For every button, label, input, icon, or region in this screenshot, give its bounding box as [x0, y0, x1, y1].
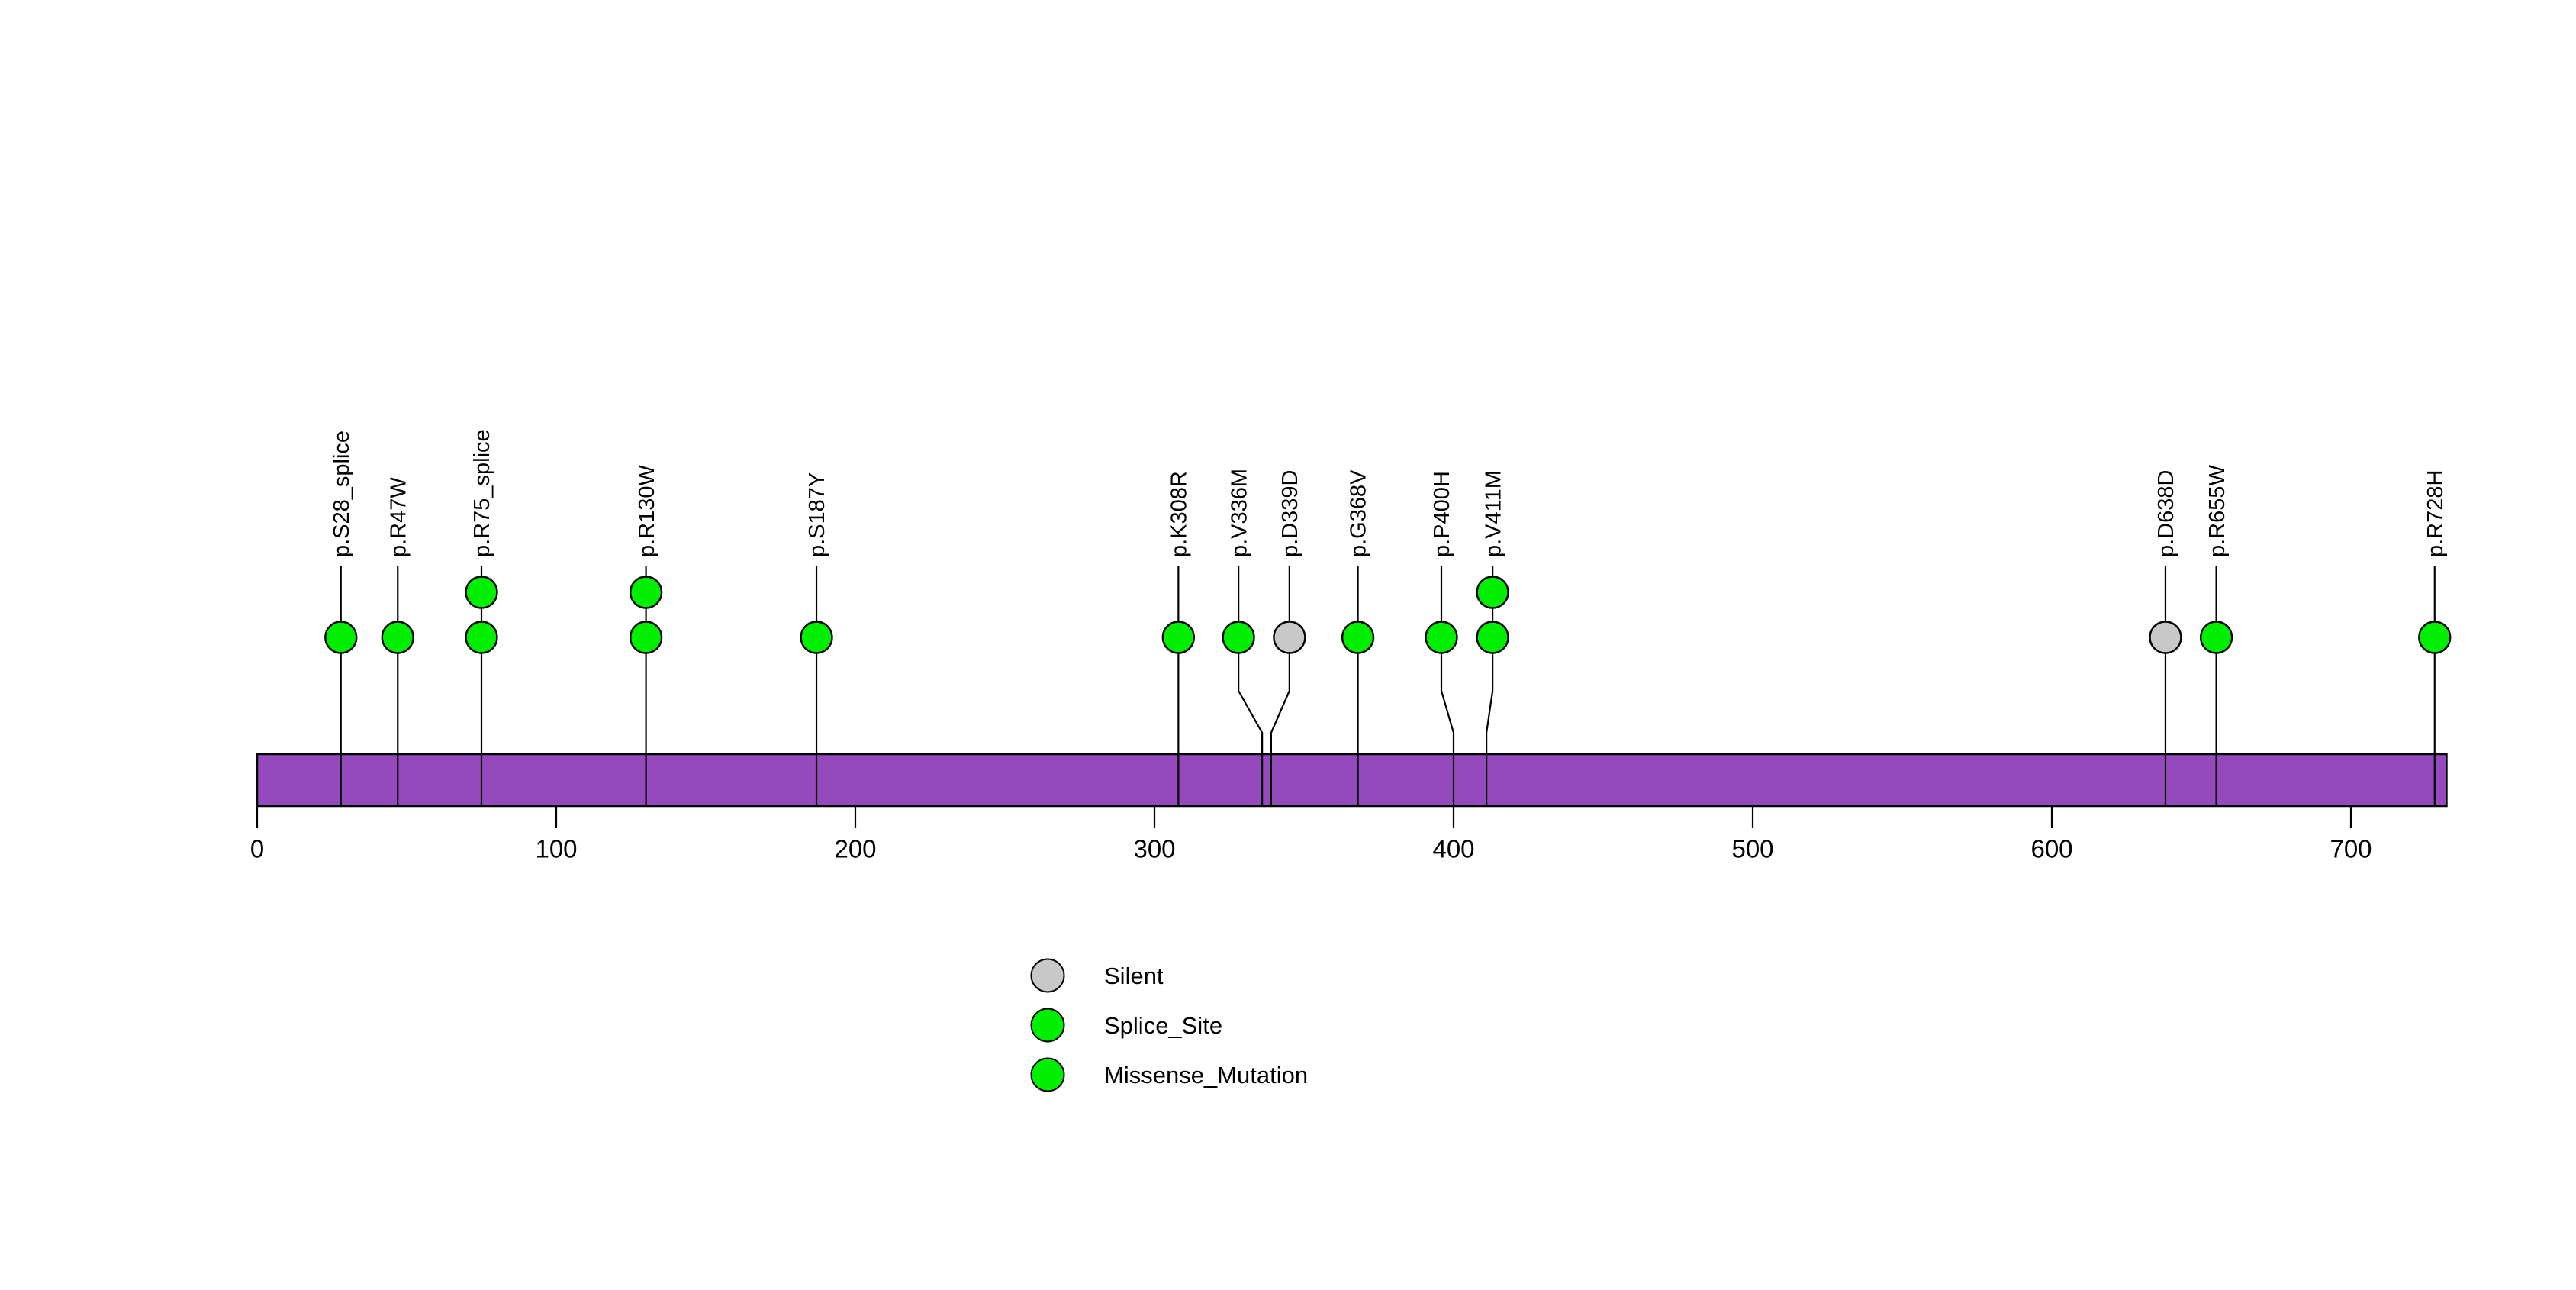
axis-tick-label: 500	[1731, 835, 1773, 863]
mutation-label: p.P400H	[1430, 471, 1454, 557]
legend-marker-circle	[1030, 958, 1065, 993]
mutation-label: p.R75_splice	[470, 429, 494, 557]
mutation-circle	[324, 621, 358, 654]
mutation-circle	[629, 576, 663, 609]
mutation-circle	[1476, 621, 1509, 654]
mutation-label: p.R728H	[2423, 470, 2448, 557]
mutation-circle	[2199, 621, 2233, 654]
mutation-circle	[2149, 621, 2182, 654]
axis-tick-label: 300	[1133, 835, 1175, 863]
axis-tick-label: 200	[834, 835, 876, 863]
mutation-label: p.G368V	[1347, 469, 1371, 557]
mutation-circle	[629, 621, 663, 654]
mutation-label: p.R47W	[386, 477, 411, 557]
mutation-circle	[465, 576, 498, 609]
mutation-circle	[381, 621, 414, 654]
mutation-circle	[1341, 621, 1375, 654]
mutation-circle	[2418, 621, 2452, 654]
mutation-label: p.D638D	[2154, 470, 2178, 557]
mutation-circle	[465, 621, 498, 654]
mutation-circle	[1222, 621, 1255, 654]
axis-tick-label: 700	[2330, 835, 2372, 863]
mutation-label: p.V336M	[1227, 469, 1251, 557]
mutation-circle	[800, 621, 833, 654]
mutation-label: p.D339D	[1278, 470, 1302, 557]
axis-tick-label: 600	[2030, 835, 2072, 863]
gene-body-bar	[256, 753, 2448, 808]
mutation-label: p.K308R	[1167, 471, 1192, 557]
axis-tick-label: 100	[535, 835, 577, 863]
mutation-label: p.S28_splice	[330, 431, 354, 557]
mutation-label: p.R655W	[2205, 464, 2230, 557]
legend-marker-circle	[1030, 1008, 1065, 1043]
mutation-circle	[1273, 621, 1306, 654]
legend-label: Silent	[1104, 963, 1164, 989]
mutation-circle	[1161, 621, 1196, 654]
legend-label: Missense_Mutation	[1104, 1062, 1308, 1088]
mutation-label: p.V411M	[1481, 470, 1505, 557]
legend-label: Splice_Site	[1104, 1012, 1222, 1039]
mutation-label: p.R130W	[635, 464, 659, 557]
legend-marker-circle	[1030, 1057, 1065, 1092]
mutation-circle	[1425, 621, 1458, 654]
mutation-label: p.S187Y	[805, 472, 829, 557]
axis-tick-label: 0	[250, 835, 264, 863]
axis-tick-label: 400	[1432, 835, 1474, 863]
mutation-circle	[1476, 576, 1509, 609]
